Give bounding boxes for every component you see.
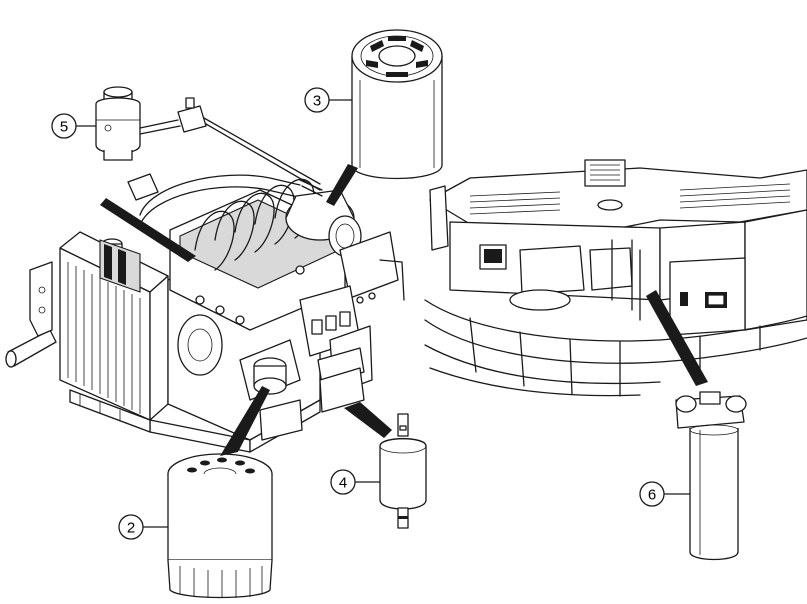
callout-3-label: 3 — [313, 93, 321, 110]
hydraulic-filter-part — [675, 391, 747, 561]
callout-2-label: 2 — [127, 520, 135, 537]
callout-4-label: 4 — [339, 475, 347, 492]
callout-5: 5 — [51, 113, 77, 139]
oil-filter-part — [167, 453, 273, 599]
callout-leaders — [75, 99, 691, 528]
callout-pointers — [100, 164, 708, 456]
callout-5-label: 5 — [60, 119, 68, 136]
callout-6: 6 — [639, 481, 665, 507]
callout-6-label: 6 — [648, 487, 656, 504]
machine-frame — [424, 159, 807, 397]
callout-4: 4 — [330, 469, 356, 495]
callout-3: 3 — [304, 87, 330, 113]
sensor-part — [95, 86, 321, 191]
fuel-filter-part — [379, 413, 427, 529]
engine-assembly — [5, 173, 405, 453]
callout-2: 2 — [118, 514, 144, 540]
air-filter-part — [351, 29, 443, 180]
